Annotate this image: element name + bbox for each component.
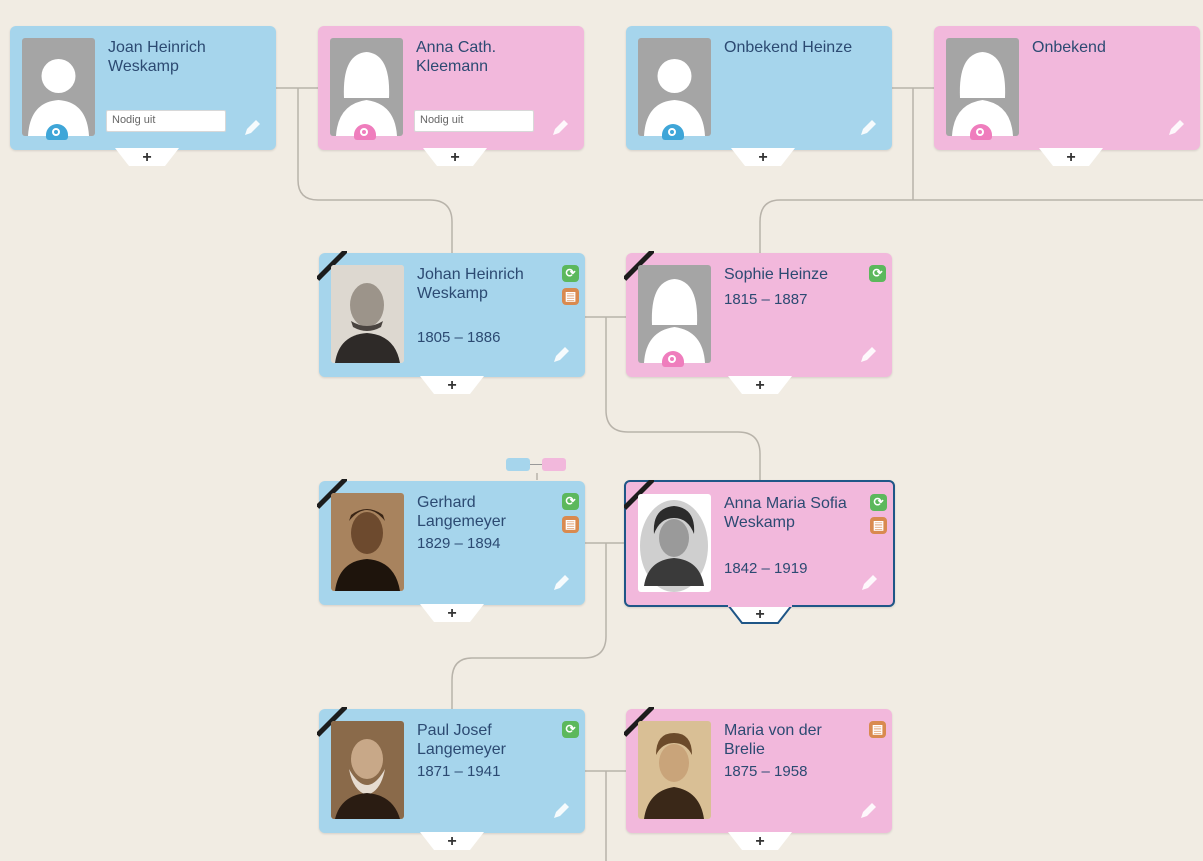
person-card-paul-josef-langemeyer[interactable]: Paul Josef Langemeyer 1871 – 1941 ⟳: [319, 709, 585, 833]
sync-icon[interactable]: ⟳: [870, 494, 887, 511]
person-name: Anna Maria Sofia Weskamp: [724, 495, 847, 531]
pencil-icon[interactable]: [551, 345, 571, 365]
camera-icon[interactable]: [354, 124, 376, 140]
person-name: Onbekend Heinze: [724, 39, 853, 56]
male-toggle-chip[interactable]: [506, 458, 530, 471]
person-photo[interactable]: [331, 493, 404, 591]
pencil-icon[interactable]: [858, 345, 878, 365]
sync-icon[interactable]: ⟳: [562, 493, 579, 510]
person-card-anna-maria-sofia-weskamp[interactable]: Anna Maria Sofia Weskamp 1842 – 1919 ⟳ ▤: [624, 480, 895, 607]
avatar-placeholder: [946, 38, 1019, 136]
avatar-placeholder: [330, 38, 403, 136]
expand-tab[interactable]: +: [423, 148, 487, 168]
plus-icon[interactable]: +: [447, 377, 457, 394]
expand-tab[interactable]: +: [731, 148, 795, 168]
pencil-icon[interactable]: [551, 801, 571, 821]
invite-field[interactable]: Nodig uit: [106, 110, 226, 132]
pencil-icon[interactable]: [1166, 118, 1186, 138]
avatar-placeholder: [22, 38, 95, 136]
record-icon[interactable]: ▤: [562, 288, 579, 305]
toggle-link: [530, 464, 542, 465]
plus-icon[interactable]: +: [447, 833, 457, 850]
pencil-icon[interactable]: [550, 118, 570, 138]
pencil-icon[interactable]: [859, 573, 879, 593]
plus-icon[interactable]: +: [450, 149, 460, 166]
pencil-icon[interactable]: [551, 573, 571, 593]
expand-tab[interactable]: +: [115, 148, 179, 168]
plus-icon[interactable]: +: [447, 605, 457, 622]
person-card-onbekend-heinze[interactable]: Onbekend Heinze: [626, 26, 892, 150]
person-name: Paul Josef Langemeyer: [417, 722, 506, 758]
record-icon[interactable]: ▤: [562, 516, 579, 533]
person-card-joan-heinrich-weskamp[interactable]: Joan Heinrich Weskamp Nodig uit: [10, 26, 276, 150]
camera-icon[interactable]: [662, 351, 684, 367]
person-name: Maria von der Brelie: [724, 722, 822, 758]
person-card-sophie-heinze[interactable]: Sophie Heinze 1815 – 1887 ⟳: [626, 253, 892, 377]
sync-icon[interactable]: ⟳: [869, 265, 886, 282]
person-name: Johan Heinrich Weskamp: [417, 266, 524, 302]
avatar-placeholder: [638, 265, 711, 363]
expand-tab[interactable]: +: [420, 604, 484, 624]
pencil-icon[interactable]: [858, 118, 878, 138]
record-icon[interactable]: ▤: [869, 721, 886, 738]
plus-icon[interactable]: +: [758, 149, 768, 166]
expand-tab[interactable]: +: [420, 832, 484, 852]
person-name: Onbekend: [1032, 39, 1106, 56]
person-card-maria-von-der-brelie[interactable]: Maria von der Brelie 1875 – 1958 ▤: [626, 709, 892, 833]
pencil-icon[interactable]: [858, 801, 878, 821]
person-name: Joan Heinrich Weskamp: [108, 39, 206, 75]
person-card-anna-cath-kleemann[interactable]: Anna Cath. Kleemann Nodig uit: [318, 26, 584, 150]
life-dates: 1815 – 1887: [724, 291, 808, 308]
life-dates: 1842 – 1919: [724, 560, 808, 577]
expand-tab[interactable]: +: [728, 832, 792, 852]
person-photo[interactable]: [331, 721, 404, 819]
person-card-johan-heinrich-weskamp[interactable]: Johan Heinrich Weskamp 1805 – 1886 ⟳ ▤: [319, 253, 585, 377]
person-name: Sophie Heinze: [724, 266, 829, 283]
life-dates: 1805 – 1886: [417, 329, 501, 346]
female-toggle-chip[interactable]: [542, 458, 566, 471]
person-name: Anna Cath. Kleemann: [416, 39, 497, 75]
record-icon[interactable]: ▤: [870, 517, 887, 534]
person-name: Gerhard Langemeyer: [417, 494, 506, 530]
camera-icon[interactable]: [662, 124, 684, 140]
plus-icon[interactable]: +: [1066, 149, 1076, 166]
plus-icon[interactable]: +: [755, 833, 765, 850]
person-photo[interactable]: [331, 265, 404, 363]
plus-icon[interactable]: +: [755, 377, 765, 394]
pencil-icon[interactable]: [242, 118, 262, 138]
person-card-onbekend[interactable]: Onbekend: [934, 26, 1200, 150]
plus-icon[interactable]: +: [755, 606, 765, 623]
person-photo[interactable]: [638, 721, 711, 819]
life-dates: 1871 – 1941: [417, 763, 501, 780]
sync-icon[interactable]: ⟳: [562, 265, 579, 282]
life-dates: 1829 – 1894: [417, 535, 501, 552]
life-dates: 1875 – 1958: [724, 763, 808, 780]
camera-icon[interactable]: [46, 124, 68, 140]
expand-tab-selected[interactable]: +: [728, 605, 792, 625]
plus-icon[interactable]: +: [142, 149, 152, 166]
couple-switch-toggle[interactable]: [506, 457, 568, 473]
sync-icon[interactable]: ⟳: [562, 721, 579, 738]
expand-tab[interactable]: +: [420, 376, 484, 396]
person-card-gerhard-langemeyer[interactable]: Gerhard Langemeyer 1829 – 1894 ⟳ ▤: [319, 481, 585, 605]
expand-tab[interactable]: +: [728, 376, 792, 396]
camera-icon[interactable]: [970, 124, 992, 140]
person-photo[interactable]: [638, 494, 711, 592]
expand-tab[interactable]: +: [1039, 148, 1103, 168]
invite-field[interactable]: Nodig uit: [414, 110, 534, 132]
avatar-placeholder: [638, 38, 711, 136]
